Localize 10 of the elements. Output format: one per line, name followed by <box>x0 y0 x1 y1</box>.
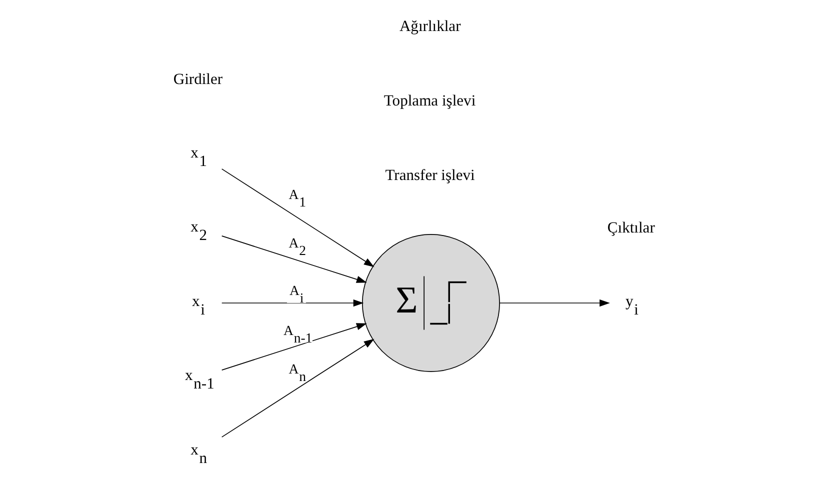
arrow <box>498 299 610 307</box>
arrow <box>220 338 374 438</box>
arrow <box>220 168 374 268</box>
arrow <box>220 299 364 307</box>
arrow <box>220 236 366 283</box>
label: Girdiler <box>172 70 222 88</box>
label: Çıktılar <box>606 220 654 236</box>
label: Transfer işlevi <box>384 166 474 184</box>
label: Ağırlıklar <box>398 18 460 36</box>
label: Toplama işlevi <box>383 92 476 110</box>
